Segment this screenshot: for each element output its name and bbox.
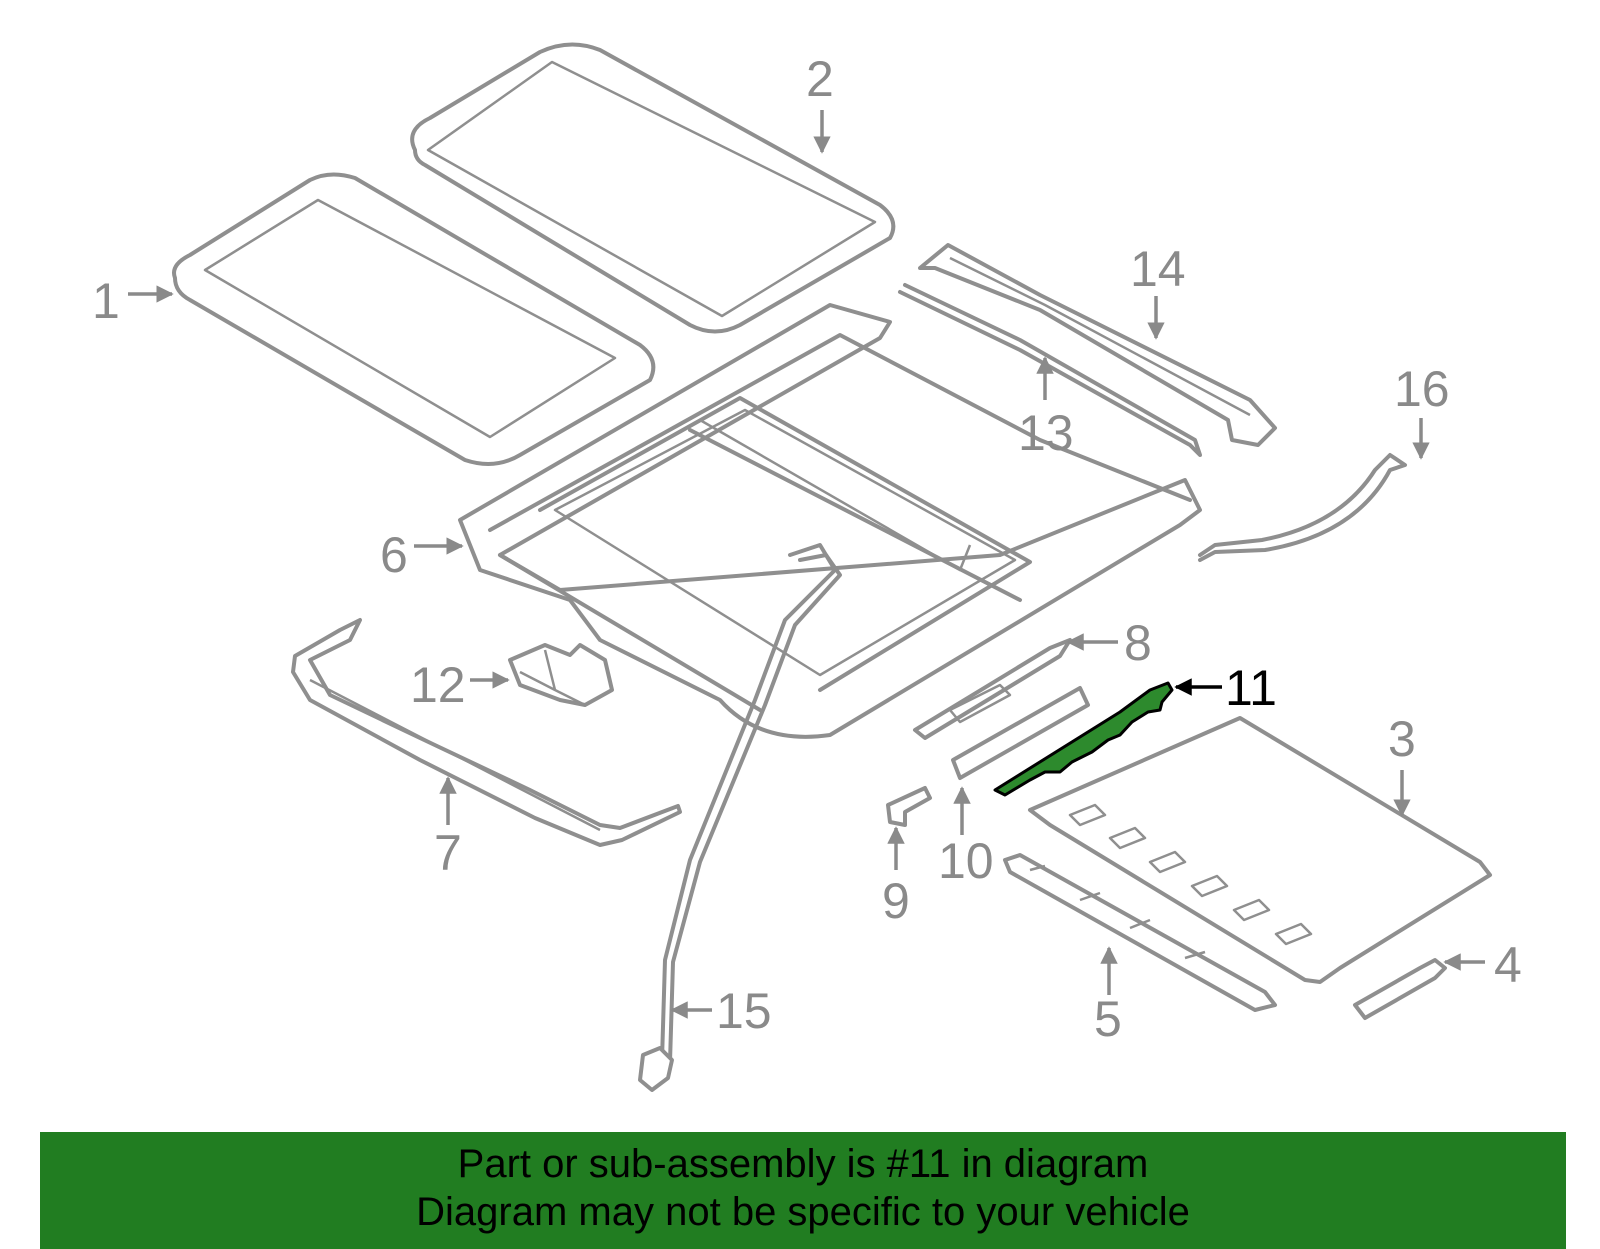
callout-7: 7 <box>434 776 462 881</box>
callout-9: 9 <box>882 826 910 929</box>
callout-label: 4 <box>1494 937 1522 993</box>
callout-label: 13 <box>1018 405 1074 461</box>
callout-16: 16 <box>1394 361 1450 460</box>
part-1-glass-panel <box>172 172 656 466</box>
part-13-weatherstrip <box>898 283 1202 457</box>
callout-8: 8 <box>1066 615 1152 671</box>
banner-line-part-number: Part or sub-assembly is #11 in diagram <box>457 1142 1149 1186</box>
callout-12: 12 <box>410 657 510 713</box>
part-6-sunroof-frame <box>458 303 1202 739</box>
callout-6: 6 <box>380 527 464 583</box>
part-10-trim-strip <box>951 686 1090 780</box>
part-15-drain-hose <box>638 543 842 1092</box>
callout-label-highlighted: 11 <box>1225 660 1277 716</box>
callout-label: 6 <box>380 527 408 583</box>
callout-label: 12 <box>410 657 466 713</box>
callout-2: 2 <box>806 51 834 154</box>
sunroof-parts-diagram: 1 2 3 4 5 6 7 8 9 10 11 12 <box>92 42 1522 1092</box>
callout-14: 14 <box>1130 241 1186 340</box>
callout-label: 5 <box>1094 991 1122 1047</box>
callout-1: 1 <box>92 273 174 329</box>
part-3-sunshade <box>1028 716 1492 984</box>
callout-label: 16 <box>1394 361 1450 417</box>
callout-label: 10 <box>938 833 994 889</box>
part-9-clip <box>886 786 932 827</box>
callout-15: 15 <box>670 983 772 1039</box>
callout-label: 1 <box>92 273 120 329</box>
info-banner: Part or sub-assembly is #11 in diagram D… <box>40 1132 1566 1249</box>
callout-label: 14 <box>1130 241 1186 297</box>
callout-5: 5 <box>1094 946 1122 1047</box>
callout-label: 2 <box>806 51 834 107</box>
callout-4: 4 <box>1443 937 1522 993</box>
callout-label: 8 <box>1124 615 1152 671</box>
part-7-rear-guide <box>291 618 682 847</box>
callout-label: 9 <box>882 873 910 929</box>
callout-10: 10 <box>938 786 994 889</box>
callout-3: 3 <box>1388 711 1416 817</box>
part-11-rail-highlighted <box>993 681 1174 797</box>
part-8-bracket <box>913 638 1072 740</box>
part-2-glass-seal <box>410 42 896 334</box>
callout-13: 13 <box>1018 356 1074 461</box>
banner-line-disclaimer: Diagram may not be specific to your vehi… <box>416 1190 1190 1234</box>
part-5-side-guide <box>1003 853 1277 1012</box>
part-12-motor <box>508 643 614 707</box>
part-4-small-bracket <box>1353 958 1447 1020</box>
callout-11: 11 <box>1174 660 1277 716</box>
callout-label: 15 <box>716 983 772 1039</box>
part-14-deflector <box>918 243 1277 447</box>
callout-label: 7 <box>434 825 462 881</box>
part-16-drain-hose <box>1198 453 1407 562</box>
callout-label: 3 <box>1388 711 1416 767</box>
